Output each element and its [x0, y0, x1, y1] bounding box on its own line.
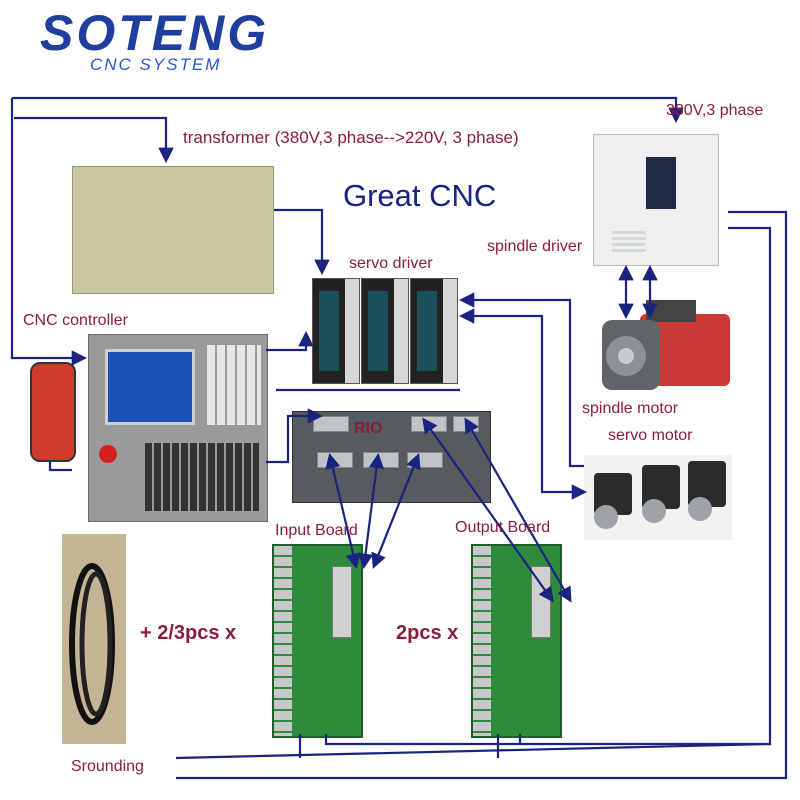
- output-board-label: Output Board: [455, 519, 551, 536]
- logo-wordmark: SOTENG: [40, 5, 270, 61]
- rio-to-input-wire: [357, 452, 385, 570]
- power-input-label: 380V,3 phase: [666, 102, 764, 119]
- spindle-motor-label: spindle motor: [582, 400, 679, 417]
- cnc-controller-label: CNC controller: [23, 312, 128, 329]
- controller-to-rio-wire: [266, 408, 324, 464]
- servo-driver-image: [361, 278, 409, 384]
- servo-motor-label: servo motor: [608, 427, 693, 444]
- spindle-motor-image: [602, 300, 730, 390]
- servo-to-motor-wire: [458, 308, 588, 500]
- transformer-to-servo-wire: [274, 208, 330, 276]
- rio-to-output-wire: [464, 417, 572, 603]
- spindle-driver-label: spindle driver: [487, 238, 583, 255]
- rio-to-input-wire: [325, 453, 361, 569]
- rio-label: RIO: [354, 420, 383, 437]
- spindle-driver-image: [593, 134, 719, 266]
- servo-motors-image: [584, 455, 732, 540]
- pendant-lead-wire: [48, 460, 72, 472]
- mains-wire: [12, 96, 684, 124]
- transformer-label: transformer (380V,3 phase-->220V, 3 phas…: [183, 128, 519, 147]
- grounding-label: Srounding: [71, 758, 144, 775]
- diagram-title: Great CNC: [343, 178, 497, 213]
- input-board-image: [272, 544, 363, 738]
- handwheel-pendant-image: [30, 362, 76, 462]
- transformer-feed-wire: [14, 116, 174, 164]
- controller-to-servo-wire: [266, 330, 314, 352]
- grounding-cable-image: [62, 534, 126, 744]
- input-board-label: Input Board: [275, 522, 358, 539]
- rio-to-input-wire: [371, 453, 421, 569]
- output-board-quantity: 2pcs x: [396, 622, 459, 644]
- board-bottom-wire: [324, 734, 770, 746]
- transformer-image: [72, 166, 274, 294]
- input-board-quantity: + 2/3pcs x: [140, 622, 237, 644]
- servo-driver-image: [312, 278, 360, 384]
- spindle-return-wire: [176, 210, 788, 780]
- servo-driver-image: [410, 278, 458, 384]
- cnc-controller-image: [88, 334, 268, 522]
- servo-driver-label: servo driver: [349, 255, 433, 272]
- logo-tagline: CNC SYSTEM: [90, 55, 222, 74]
- rio-to-output-wire: [422, 417, 554, 603]
- servo-to-motor-wire: [458, 292, 584, 468]
- spindle-return-wire: [175, 226, 772, 760]
- mains-left-drop: [10, 98, 88, 366]
